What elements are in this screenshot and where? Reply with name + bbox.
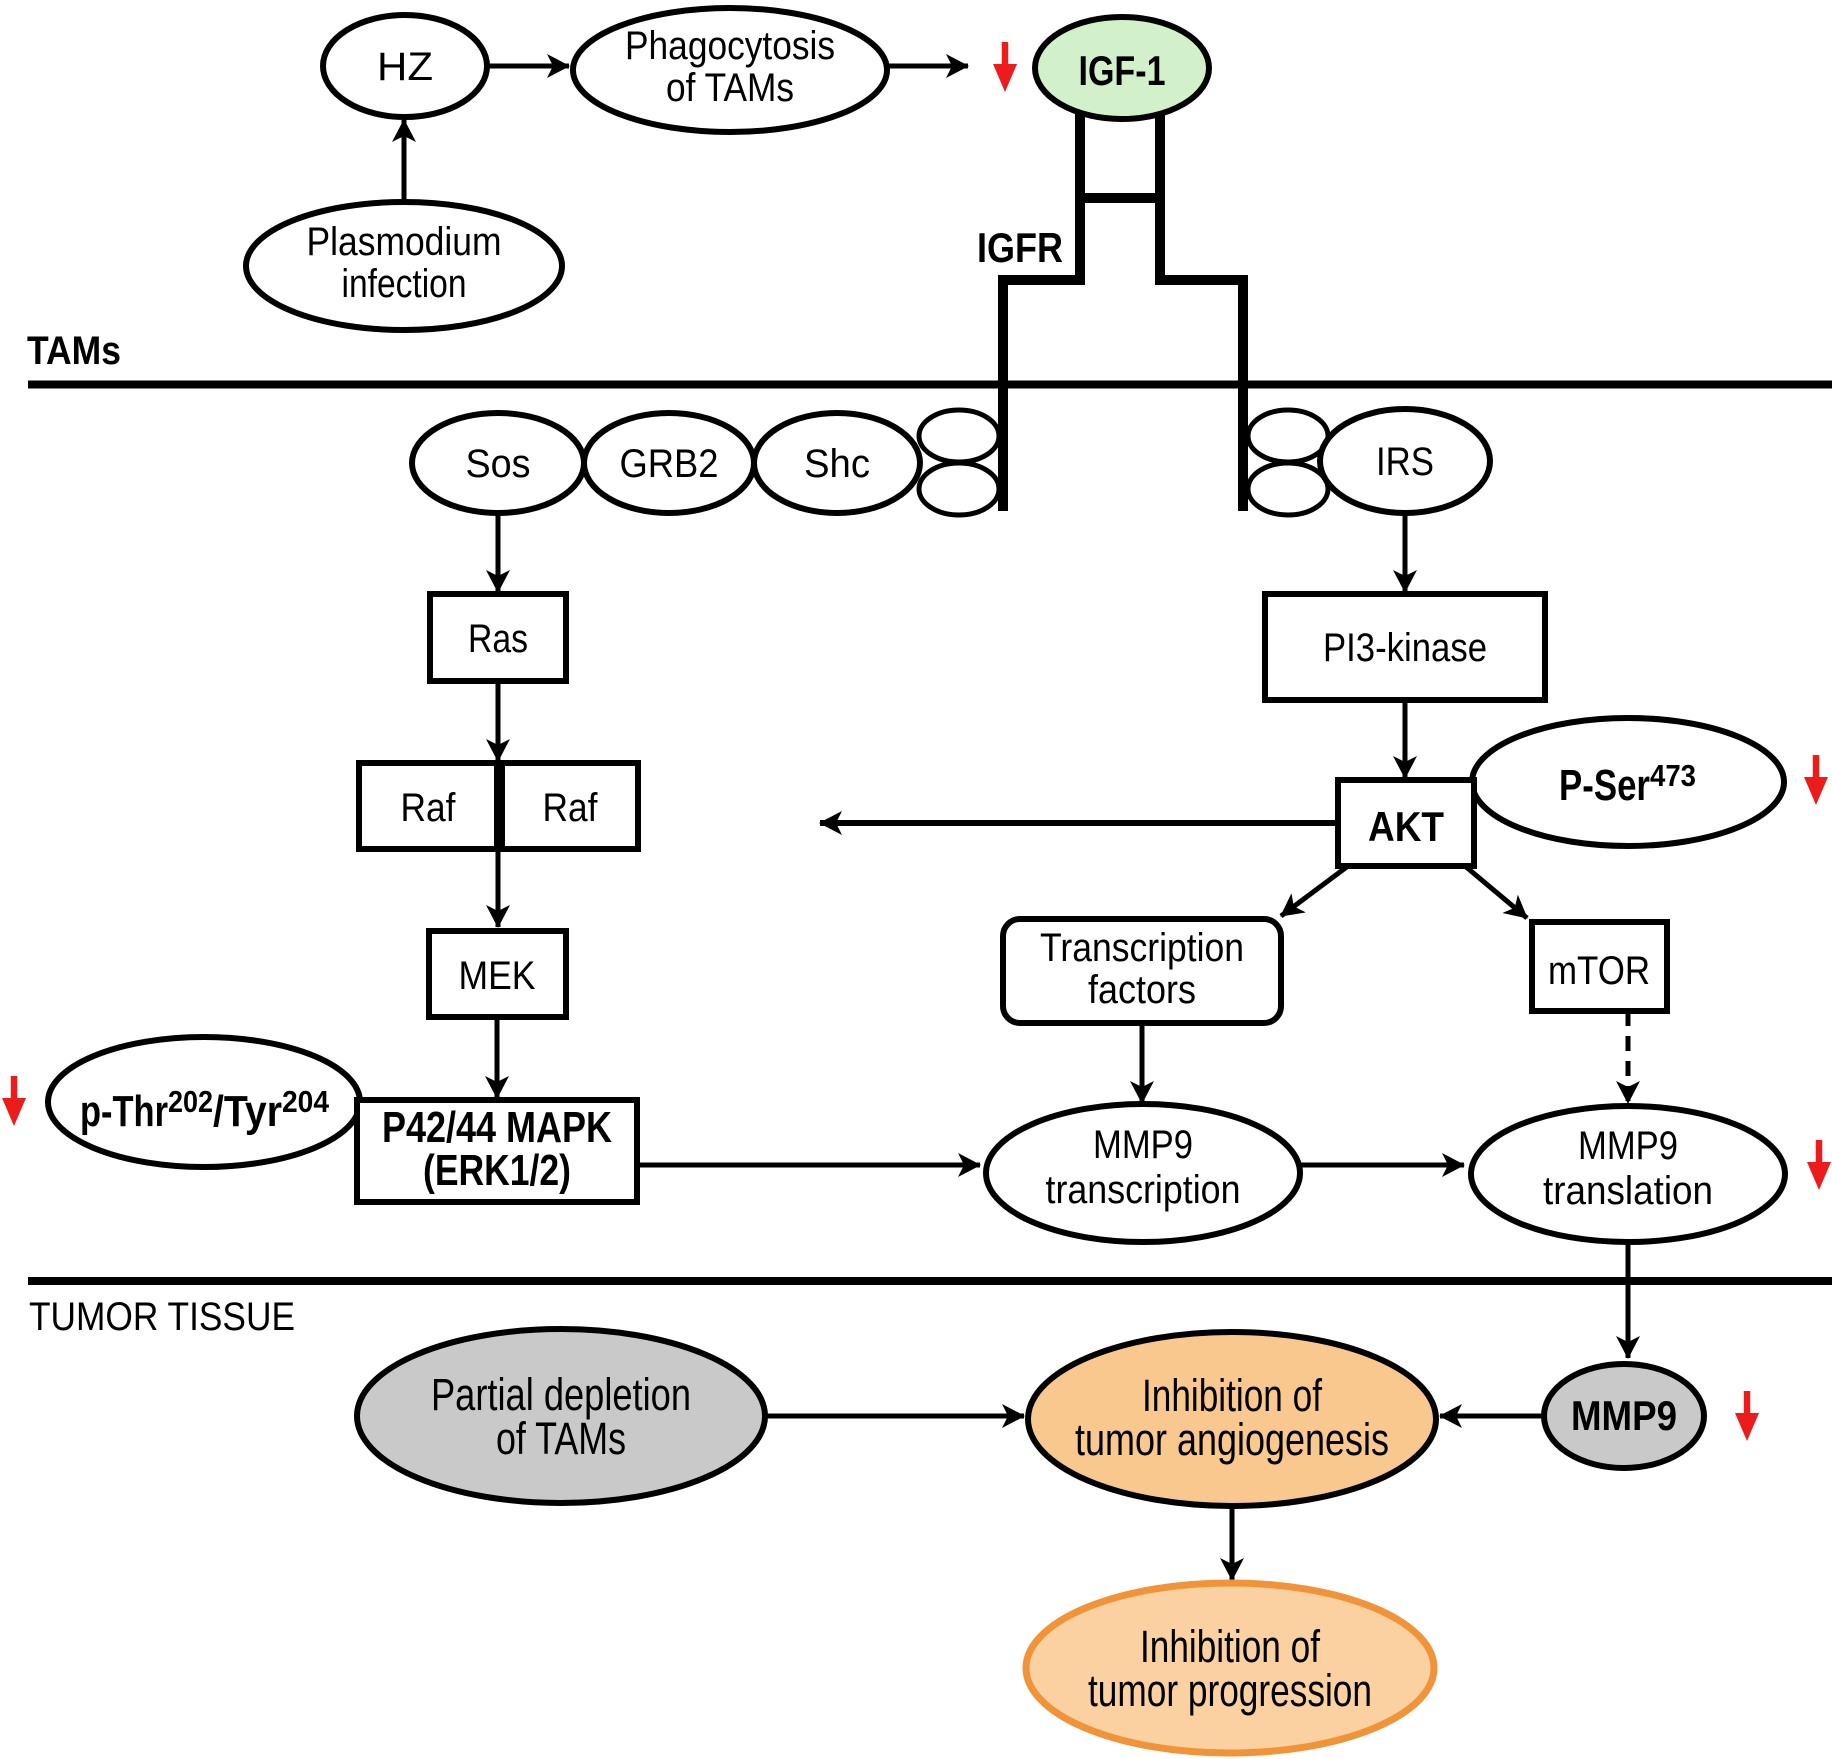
svg-text:MMP9: MMP9: [1571, 1392, 1677, 1439]
svg-text:of TAMs: of TAMs: [496, 1413, 626, 1464]
svg-text:tumor progression: tumor progression: [1088, 1665, 1372, 1716]
svg-text:Transcription: Transcription: [1040, 926, 1244, 970]
svg-text:P42/44 MAPK: P42/44 MAPK: [382, 1103, 612, 1152]
svg-text:factors: factors: [1088, 968, 1196, 1012]
svg-text:Raf: Raf: [543, 786, 599, 830]
svg-text:Phagocytosis: Phagocytosis: [625, 24, 835, 68]
svg-text:PI3-kinase: PI3-kinase: [1323, 626, 1487, 670]
svg-text:IRS: IRS: [1376, 440, 1434, 484]
svg-text:AKT: AKT: [1368, 803, 1444, 850]
svg-text:GRB2: GRB2: [620, 442, 719, 486]
svg-text:Partial depletion: Partial depletion: [431, 1369, 691, 1420]
svg-text:P-Ser473: P-Ser473: [1559, 758, 1696, 810]
svg-text:MMP9: MMP9: [1578, 1124, 1678, 1168]
svg-text:Shc: Shc: [804, 442, 870, 486]
svg-text:translation: translation: [1543, 1169, 1713, 1213]
svg-text:Ras: Ras: [468, 617, 528, 661]
svg-text:Inhibition of: Inhibition of: [1142, 1370, 1322, 1421]
svg-text:TUMOR TISSUE: TUMOR TISSUE: [29, 1295, 295, 1339]
svg-text:TAMs: TAMs: [27, 329, 121, 373]
svg-text:mTOR: mTOR: [1548, 949, 1650, 993]
svg-text:Sos: Sos: [466, 442, 531, 486]
svg-text:MMP9: MMP9: [1093, 1123, 1193, 1167]
svg-text:Plasmodium: Plasmodium: [307, 220, 502, 264]
svg-text:Raf: Raf: [401, 786, 457, 830]
svg-text:IGF-1: IGF-1: [1079, 47, 1166, 94]
svg-text:of TAMs: of TAMs: [666, 66, 794, 110]
svg-text:(ERK1/2): (ERK1/2): [423, 1146, 571, 1195]
svg-text:infection: infection: [342, 262, 467, 306]
svg-text:p-Thr202/Tyr204: p-Thr202/Tyr204: [80, 1084, 330, 1136]
svg-text:IGFR: IGFR: [977, 224, 1063, 271]
svg-text:HZ: HZ: [377, 45, 433, 89]
svg-text:transcription: transcription: [1046, 1168, 1241, 1212]
svg-text:Inhibition of: Inhibition of: [1140, 1621, 1320, 1672]
svg-text:tumor angiogenesis: tumor angiogenesis: [1075, 1414, 1389, 1465]
svg-text:MEK: MEK: [459, 954, 536, 998]
